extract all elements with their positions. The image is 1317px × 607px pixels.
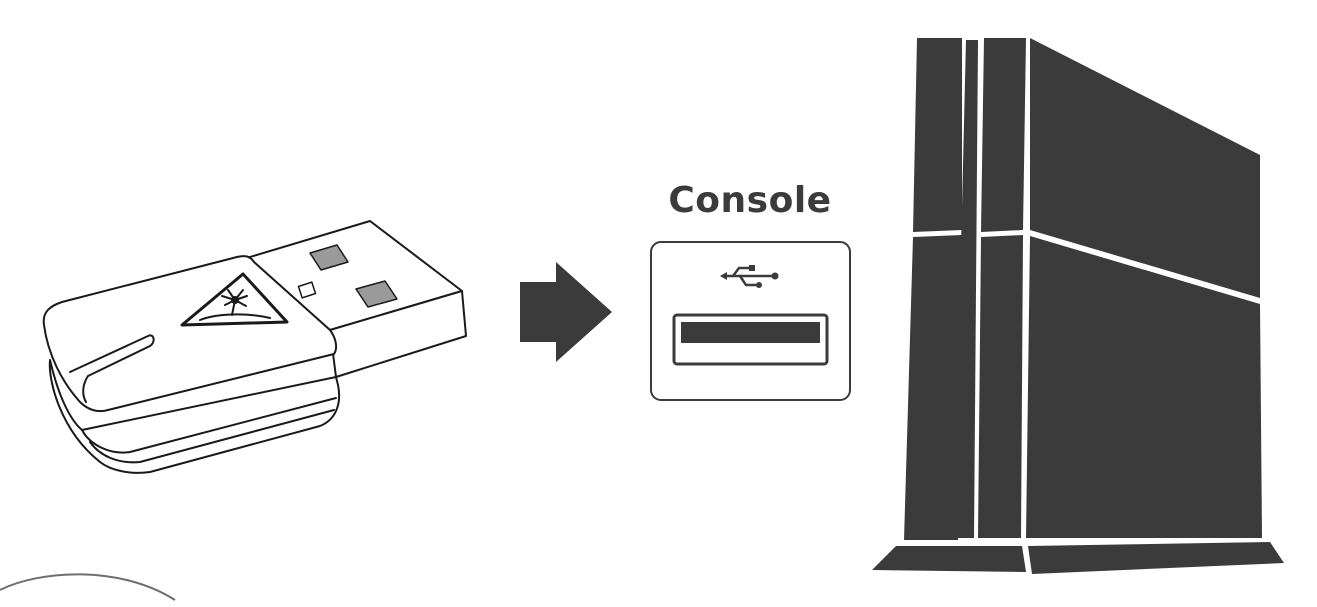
game-console <box>872 38 1284 574</box>
usb-dongle <box>42 220 467 474</box>
usb-icon <box>720 265 779 288</box>
usb-port-tongue <box>681 322 820 343</box>
plug-contact-1 <box>309 244 349 271</box>
plug-contact-2 <box>355 280 398 308</box>
logo-emblem <box>180 272 289 327</box>
usb-port-panel <box>650 241 851 401</box>
right-arrow-icon <box>520 262 612 362</box>
plug-small-contact <box>297 281 317 299</box>
port-label: Console <box>668 180 832 221</box>
decorative-circle <box>0 573 176 601</box>
dongle-body <box>42 255 340 474</box>
